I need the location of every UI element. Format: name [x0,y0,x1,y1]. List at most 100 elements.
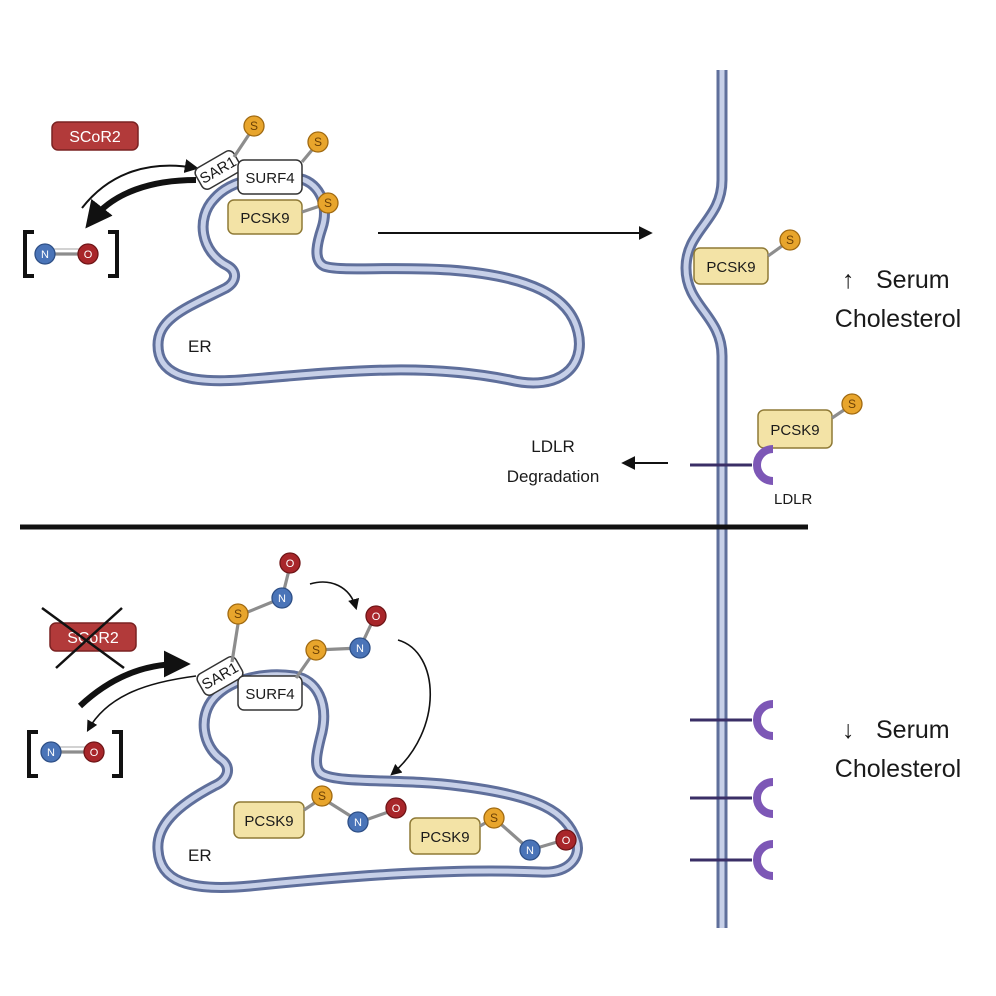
oxygen-atom [555,829,577,851]
svg-text:S: S [786,233,794,247]
svg-text:O: O [562,835,571,847]
svg-text:O: O [90,747,99,759]
outcome-line2-bottom: Cholesterol [835,755,961,783]
scor2-label-bottom: SCoR2 [67,630,119,647]
surf4-s-bond [300,148,314,164]
svg-text:PCSK9: PCSK9 [420,829,469,846]
pcsk9-secreted-top: PCSK9 [693,247,769,285]
oxygen-atom [385,797,407,819]
svg-text:N: N [47,747,55,759]
er-label-top: ER [188,337,212,356]
sar1-s-bond [230,623,240,663]
pcsk9-s-bond [831,408,845,420]
pcsk9-er-top: PCSK9 [227,199,303,235]
svg-text:S: S [312,643,320,657]
free-no-bottom: N O [27,730,123,778]
svg-text:S: S [318,789,326,803]
er-label-bottom: ER [188,846,212,865]
svg-text:PCSK9: PCSK9 [240,210,289,227]
svg-text:N: N [354,817,362,829]
svg-text:SURF4: SURF4 [245,170,294,187]
svg-text:N: N [278,593,286,605]
sulfur-atom [311,785,333,807]
pcsk9-bound-top: PCSK9 [757,409,833,449]
svg-text:N: N [526,845,534,857]
nitrogen-atom [349,637,371,659]
sulfur-atom [305,639,327,661]
sulfur-atom [243,115,265,137]
svg-text:S: S [250,119,258,133]
top-panel: ER SCoR2 N O SAR1 S [23,115,961,508]
scor2-badge-top: SCoR2 [51,121,139,151]
nitrogen-atom [271,587,293,609]
sulfur-atom [841,393,863,415]
nitrogen-atom [40,741,62,763]
sulfur-atom [307,131,329,153]
surf4-s-bond [294,657,312,679]
oxygen-atom [365,605,387,627]
surf4-top: SURF4 [237,159,303,195]
svg-text:N: N [356,643,364,655]
ldlr-receptor-top [690,445,774,485]
pcsk9-s-bond [767,244,783,258]
svg-text:N: N [41,249,49,261]
free-no-top: N O [23,230,119,278]
sulfur-atom [483,807,505,829]
arrow-thin-bottom [86,675,197,732]
ldlr-label: LDLR [774,491,813,508]
oxygen-atom [279,552,301,574]
sar1-s-bond [232,132,252,158]
ldlr-degradation-line2: Degradation [507,467,600,486]
er-membrane-top [152,171,585,389]
transfer-arrow-1 [309,581,360,611]
svg-text:S: S [314,135,322,149]
outcome-line2-top: Cholesterol [835,305,961,333]
outcome-line1-bottom: Serum [876,716,950,744]
svg-text:S: S [324,196,332,210]
ldlr-receptor-bottom-2 [690,778,774,818]
svg-text:O: O [84,249,93,261]
pcsk9-b-bottom: PCSK9 [409,817,481,855]
svg-text:S: S [490,811,498,825]
surf4-bottom: SURF4 [237,675,303,711]
svg-text:O: O [286,558,295,570]
oxygen-atom [83,741,105,763]
sulfur-atom [317,192,339,214]
ldlr-degradation-line1: LDLR [531,437,574,456]
svg-text:O: O [372,611,381,623]
ldlr-receptor-bottom-3 [690,840,774,880]
sulfur-atom [227,603,249,625]
sulfur-atom [779,229,801,251]
scor2-label-top: SCoR2 [69,129,121,146]
arrow-thick-bottom [77,650,191,709]
cross-line-1 [41,606,125,670]
svg-text:S: S [848,397,856,411]
arrow-thin-top [81,159,199,209]
cross-line-2 [55,607,123,669]
nitrogen-atom [519,839,541,861]
outcome-arrow-bottom: ↓ [842,716,855,744]
outcome-line1-top: Serum [876,266,950,294]
svg-text:PCSK9: PCSK9 [244,813,293,830]
er-membrane-bottom [152,669,583,893]
svg-text:PCSK9: PCSK9 [706,259,755,276]
svg-text:PCSK9: PCSK9 [770,422,819,439]
outcome-arrow-top: ↑ [842,266,855,294]
plasma-membrane [680,70,728,928]
svg-text:O: O [392,803,401,815]
pcsk9-s-bond [301,204,321,214]
arrow-thick-top [85,177,197,229]
svg-text:S: S [234,607,242,621]
bottom-panel: ER SCoR2 N O SAR1 [27,552,961,893]
bracket-right [112,730,123,778]
scor2-badge-bottom: SCoR2 [41,606,137,670]
ldlr-receptor-bottom-1 [690,700,774,740]
bracket-left [27,730,38,778]
oxygen-atom [77,243,99,265]
bracket-left [23,230,34,278]
nitrogen-atom [347,811,369,833]
svg-text:SURF4: SURF4 [245,686,294,703]
transfer-arrow-2 [390,639,432,776]
